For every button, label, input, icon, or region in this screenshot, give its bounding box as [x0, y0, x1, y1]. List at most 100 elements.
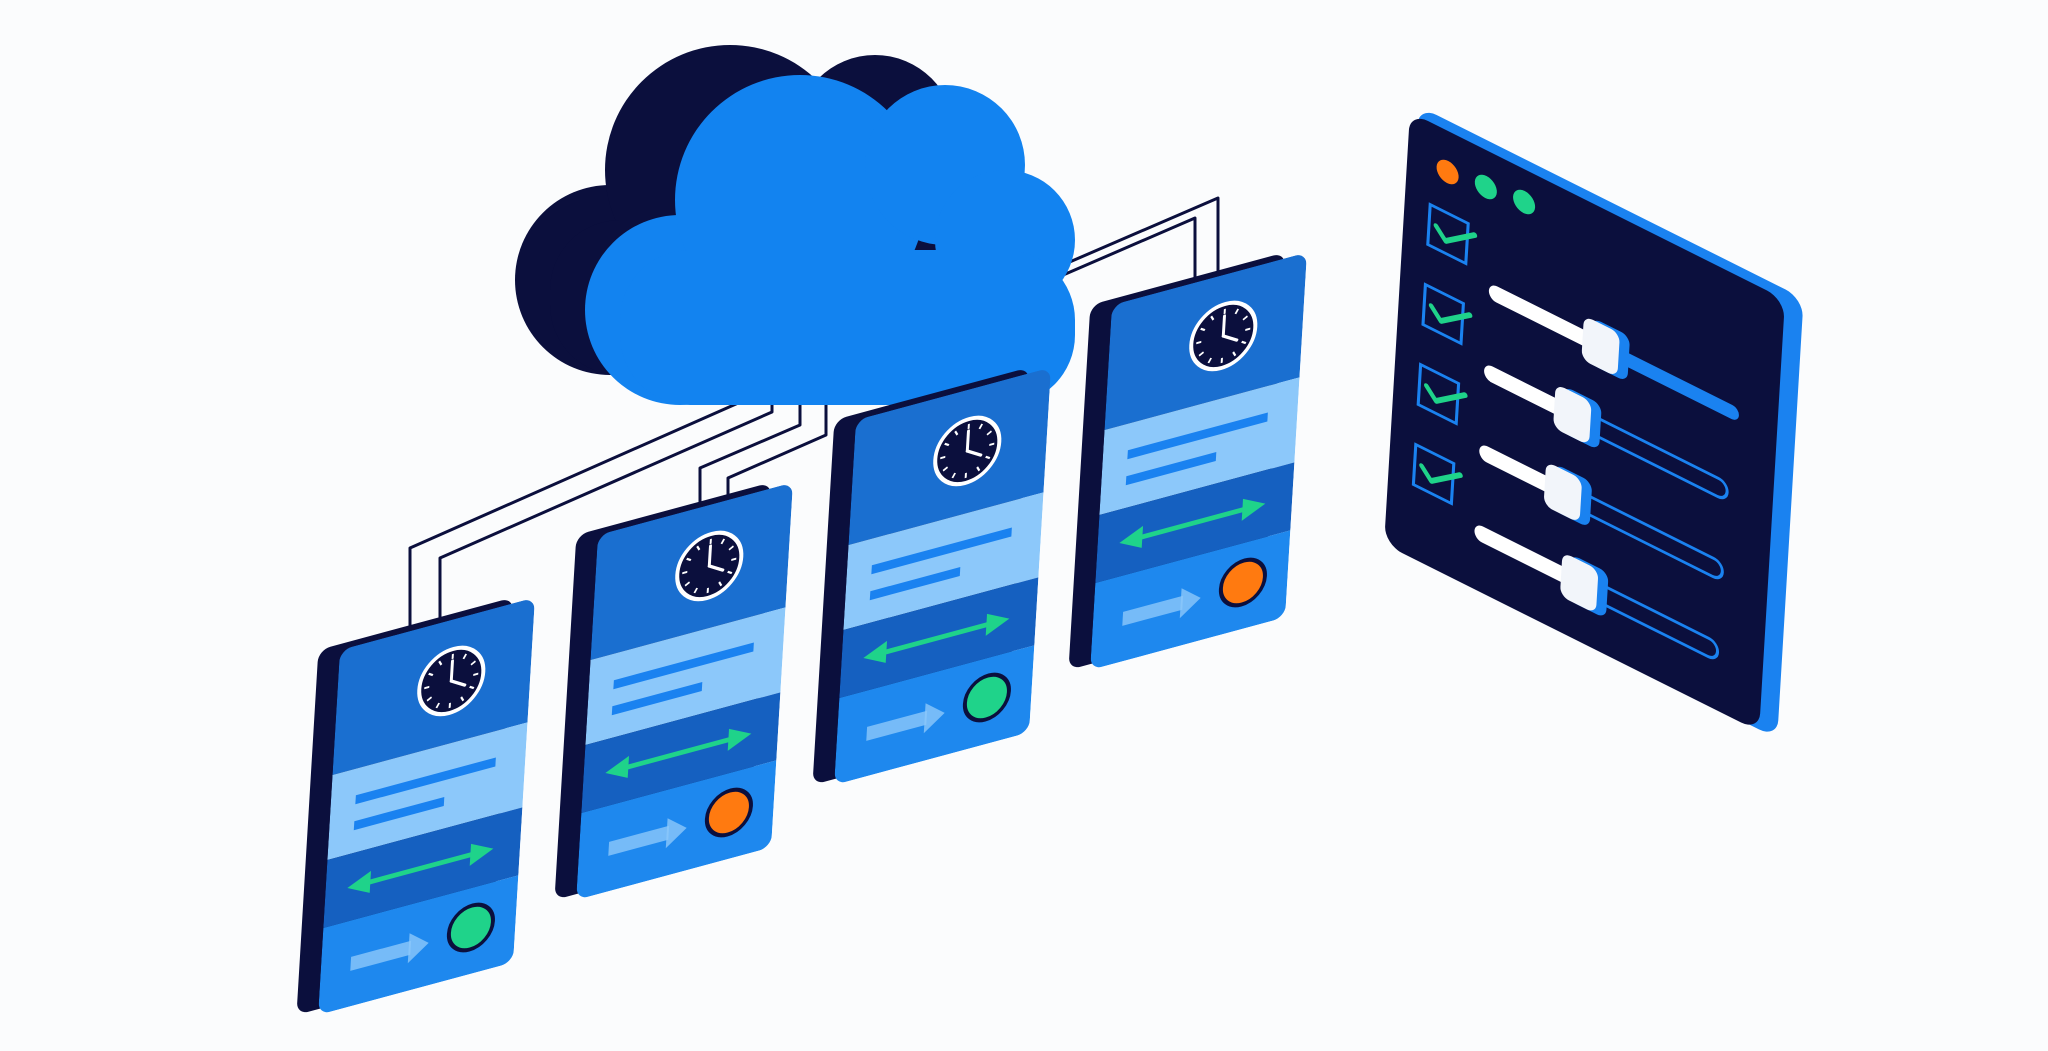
- server-card: [1069, 252, 1307, 670]
- double-arrow-icon: [347, 843, 494, 893]
- clock-minute-hand: [965, 429, 970, 453]
- clock-tick: [469, 685, 475, 690]
- slider: [1479, 445, 1724, 580]
- double-arrow-icon: [605, 728, 752, 778]
- clock-tick: [942, 466, 949, 472]
- slider-handle: [1560, 555, 1598, 611]
- text-line-icon: [611, 681, 703, 716]
- status-dot-green: [446, 902, 495, 953]
- checkbox: [1416, 362, 1468, 426]
- clock-tick: [460, 696, 465, 702]
- text-line-icon: [353, 796, 445, 831]
- window-dot-orange: [1436, 159, 1459, 185]
- clock-tick: [727, 570, 733, 575]
- clock-tick: [1198, 351, 1205, 357]
- clock-minute-hand: [707, 544, 712, 568]
- checkbox: [1411, 442, 1463, 506]
- card-text-band: [327, 722, 528, 860]
- clock-tick: [1232, 351, 1237, 357]
- server-cards: [297, 252, 1307, 1015]
- clock-hour-hand: [1221, 334, 1239, 342]
- checkbox-box: [1421, 282, 1465, 346]
- arrow-shaft: [881, 620, 992, 656]
- slider: [1484, 365, 1729, 500]
- clock-tick: [976, 466, 981, 472]
- clock-tick: [728, 545, 734, 551]
- text-line-icon: [355, 757, 496, 805]
- arrow-head: [665, 818, 687, 849]
- checkmark-icon: [1428, 303, 1473, 324]
- clock-tick: [428, 672, 434, 677]
- cloud-front: [585, 75, 1075, 405]
- status-dot-orange: [704, 787, 753, 838]
- window-dot-green: [1513, 189, 1536, 215]
- clock-tick: [944, 442, 950, 447]
- clock-tick: [1210, 315, 1215, 321]
- cloud-base: [620, 250, 1075, 405]
- clock-tick: [951, 472, 956, 479]
- arrow-head-right: [985, 613, 1010, 636]
- text-line-icon: [1125, 451, 1217, 486]
- arrow-head-left: [863, 640, 888, 663]
- card-text-band: [585, 607, 786, 745]
- checkbox-box: [1411, 442, 1456, 506]
- arrow-head-left: [1119, 525, 1144, 548]
- arrow-head: [1179, 588, 1201, 619]
- clock-tick: [1196, 340, 1202, 345]
- arrow-head-right: [469, 843, 494, 866]
- clock-tick: [682, 570, 688, 575]
- checkmark-icon: [1424, 383, 1468, 404]
- cloud-icon: [515, 45, 1075, 405]
- clock-tick: [954, 430, 959, 436]
- clock-tick: [1245, 327, 1251, 332]
- arrow-head-right: [727, 728, 752, 751]
- text-line-icon: [869, 566, 961, 601]
- settings-panel: [1385, 112, 1803, 732]
- text-line-icon: [871, 527, 1012, 575]
- clock-tick: [731, 557, 737, 562]
- arrow-shaft: [1137, 505, 1248, 541]
- arrow-head: [923, 703, 945, 734]
- arrow-head-left: [347, 870, 372, 893]
- arrow-shaft: [350, 940, 412, 971]
- clock-icon: [675, 530, 744, 602]
- arrow-shaft: [1122, 595, 1184, 626]
- clock-tick: [470, 660, 476, 666]
- clock-tick: [978, 423, 984, 430]
- server-card: [555, 482, 793, 900]
- arrow-head-right: [1241, 498, 1266, 521]
- status-dot-green: [962, 672, 1011, 723]
- server-card: [297, 597, 535, 1015]
- clock-tick: [435, 702, 440, 709]
- card-text-band: [1099, 377, 1300, 515]
- clock-tick: [686, 557, 692, 562]
- clock-tick: [1242, 315, 1248, 321]
- status-dot-orange: [1218, 557, 1267, 608]
- clock-minute-hand: [1221, 314, 1226, 338]
- checkbox-box: [1416, 362, 1461, 426]
- checkmark-icon: [1419, 463, 1463, 484]
- slider: [1474, 525, 1720, 660]
- clock-tick: [1200, 327, 1206, 332]
- text-line-icon: [613, 642, 754, 690]
- clock-tick: [1234, 308, 1240, 315]
- arrow-head-left: [605, 755, 630, 778]
- window-dot-green: [1474, 174, 1497, 200]
- checkbox-box: [1426, 202, 1470, 266]
- arrow-shaft: [623, 735, 734, 771]
- clock-tick: [985, 455, 991, 460]
- clock-hour-hand: [449, 679, 467, 687]
- clock-tick: [989, 442, 995, 447]
- arrow-right-icon: [1122, 588, 1201, 626]
- slider-handle: [1544, 464, 1582, 520]
- clock-tick: [940, 455, 946, 460]
- arrow-right-icon: [866, 703, 945, 741]
- arrow-shaft: [365, 850, 476, 886]
- clock-tick: [1241, 340, 1247, 345]
- clock-tick: [426, 696, 433, 702]
- server-card: [813, 367, 1051, 785]
- checkmark-icon: [1433, 223, 1478, 244]
- clock-tick: [718, 581, 723, 587]
- clock-hour-hand: [707, 564, 725, 572]
